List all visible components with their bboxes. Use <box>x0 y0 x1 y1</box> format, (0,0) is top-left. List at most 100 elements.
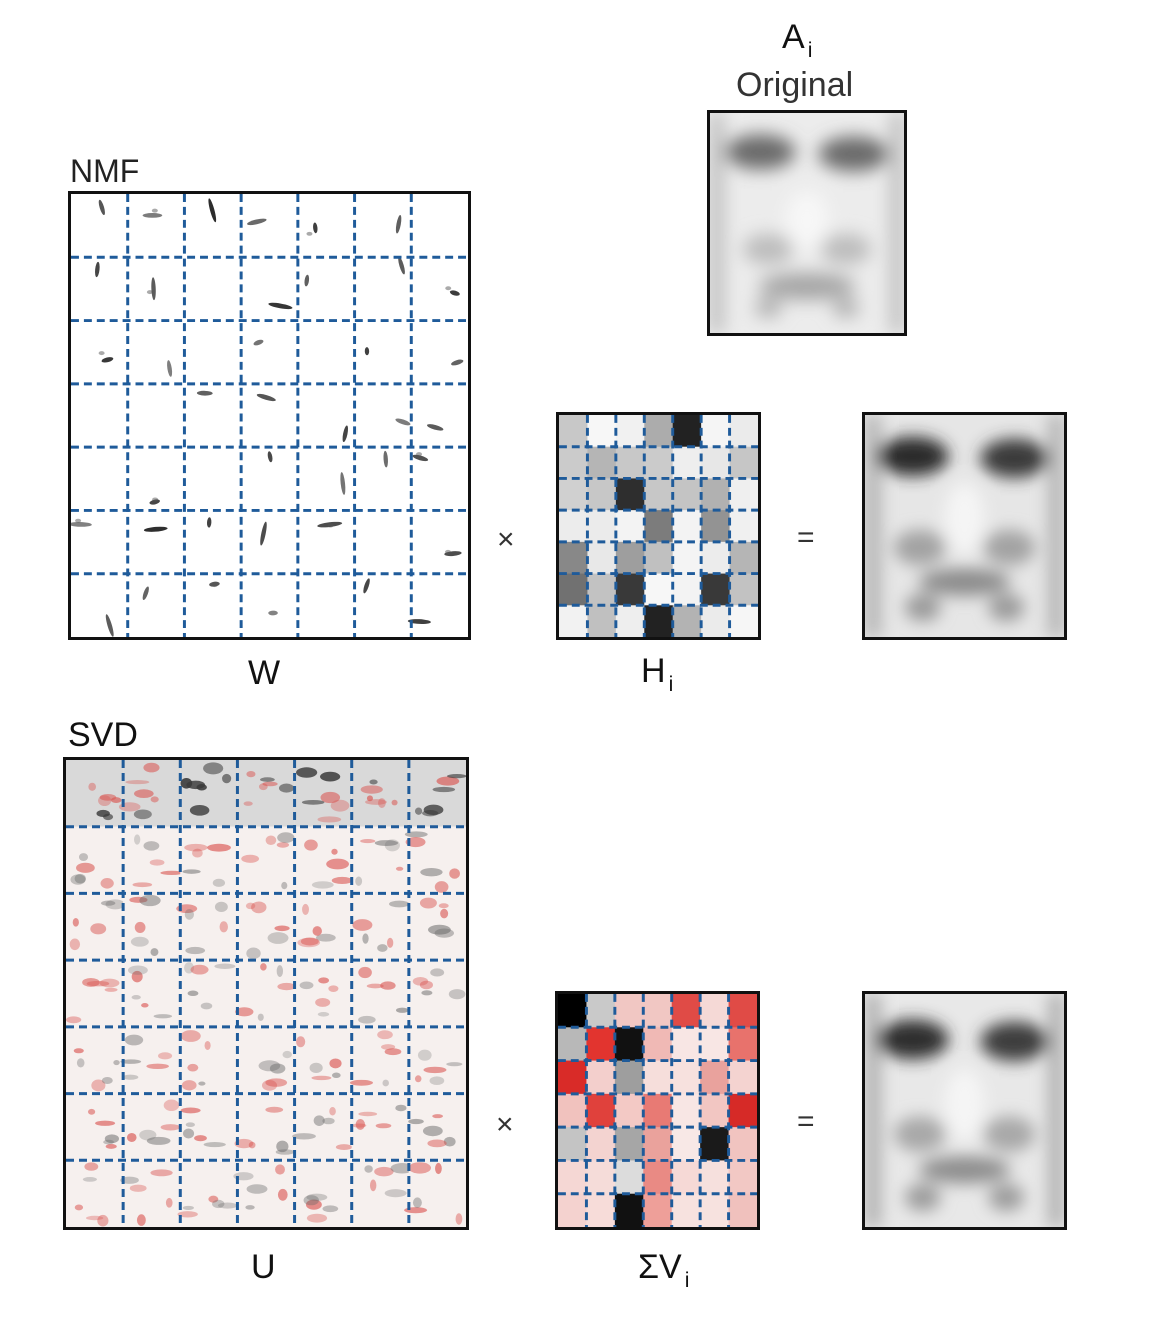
a-i-label-sub: i <box>807 38 813 62</box>
sigma-v-i-cell <box>558 994 587 1028</box>
u-cell-feature <box>103 1139 114 1145</box>
u-cell-feature <box>358 1111 378 1117</box>
sigma-v-i-cell <box>700 1093 730 1128</box>
h-i-cell <box>701 605 731 637</box>
u-cell-feature <box>212 1199 225 1209</box>
u-cell-feature <box>100 900 116 906</box>
u-cell-feature <box>297 937 321 948</box>
w-label: W <box>248 654 281 692</box>
sigma-v-i-cell <box>671 1160 701 1195</box>
u-cell-feature <box>260 777 275 782</box>
u-label: U <box>251 1248 276 1286</box>
u-cell-feature <box>185 946 206 955</box>
h-i-cell <box>587 510 617 543</box>
u-cell-feature <box>278 783 295 793</box>
w-basis-stroke <box>427 424 444 431</box>
w-basis-stroke <box>247 218 267 226</box>
h-i-cell <box>587 605 617 637</box>
u-cell-feature <box>269 1063 286 1074</box>
u-cell-feature <box>187 1063 199 1072</box>
u-cell-feature <box>277 832 295 843</box>
u-cell-feature <box>97 1214 109 1227</box>
w-basis-stroke <box>395 215 402 234</box>
w-basis-dot <box>151 208 158 213</box>
u-cell-feature <box>296 1036 306 1048</box>
svd-u-matrix <box>63 757 469 1230</box>
u-cell-feature <box>203 762 224 775</box>
w-basis-stroke <box>260 521 267 546</box>
u-cell-feature <box>449 868 460 879</box>
sigma-v-i-cell <box>700 994 730 1028</box>
u-cell-feature <box>207 843 231 852</box>
u-cell <box>351 1160 409 1227</box>
u-cell-feature <box>282 1050 292 1059</box>
u-cell-feature <box>369 779 378 785</box>
u-cell-feature <box>150 1169 173 1177</box>
u-cell <box>408 960 466 1027</box>
u-cell <box>66 826 124 894</box>
u-cell-feature <box>419 897 437 909</box>
u-cell-feature <box>311 1075 332 1081</box>
u-cell-feature <box>129 896 148 903</box>
u-cell-feature <box>70 874 86 885</box>
w-basis-stroke <box>71 522 92 527</box>
u-cell-feature <box>163 1099 180 1112</box>
u-cell <box>123 893 181 961</box>
h-i-cell <box>672 478 702 511</box>
u-cell-feature <box>360 839 376 844</box>
u-cell-feature <box>374 1166 394 1177</box>
u-cell-feature <box>160 1124 181 1131</box>
u-cell-feature <box>391 799 398 806</box>
h-i-cell <box>587 541 617 575</box>
u-cell-feature <box>429 1076 445 1086</box>
u-cell-feature <box>214 901 228 913</box>
w-basis-stroke <box>142 586 149 600</box>
u-cell-feature <box>331 1072 341 1079</box>
u-cell-feature <box>198 1081 206 1086</box>
sigma-v-i-cell <box>614 1060 644 1095</box>
h-i-cell <box>615 605 645 637</box>
sigma-v-i-cell <box>728 994 757 1028</box>
u-cell-feature <box>241 854 260 863</box>
u-cell-feature <box>326 858 349 870</box>
u-cell-feature <box>125 780 150 785</box>
w-basis-dot <box>211 583 218 588</box>
w-basis-stroke <box>395 418 411 426</box>
u-cell-feature <box>219 921 228 933</box>
sigma-v-i-cell <box>586 1027 616 1062</box>
u-cell-feature <box>105 1144 117 1149</box>
u-cell-feature <box>331 848 338 855</box>
h-i-cell <box>701 415 731 448</box>
u-cell-feature <box>262 781 278 787</box>
sigma-v-i-grid <box>558 994 757 1227</box>
u-cell-feature <box>395 866 404 871</box>
sigma-v-i-cell <box>728 1060 757 1095</box>
w-basis-dot <box>146 290 153 295</box>
h-i-cell <box>701 541 731 575</box>
h-i-cell <box>559 478 588 511</box>
u-cell-feature <box>134 834 141 845</box>
w-basis-stroke <box>143 526 168 532</box>
u-cell-feature <box>194 1135 207 1142</box>
u-cell-feature <box>217 1202 238 1209</box>
u-cell-feature <box>455 1213 463 1225</box>
u-cell-feature <box>214 963 236 969</box>
sigma-v-i-cell <box>558 1193 587 1227</box>
u-cell-feature <box>276 842 290 848</box>
sigma-v-i-cell <box>728 1160 757 1195</box>
u-cell-feature <box>299 981 314 990</box>
u-cell-feature <box>405 837 426 848</box>
u-cell-feature <box>377 944 388 952</box>
u-cell-feature <box>141 1003 149 1008</box>
sigma-v-i-cell <box>558 1093 587 1128</box>
u-cell-feature <box>301 799 325 805</box>
u-cell-feature <box>203 1141 226 1148</box>
sigma-v-i-cell <box>586 1060 616 1095</box>
u-cell-feature <box>447 774 466 779</box>
sigma-v-i-cell <box>586 1093 616 1128</box>
sigma-v-i-cell <box>643 1127 673 1161</box>
u-cell <box>294 960 352 1027</box>
u-cell-feature <box>355 876 363 886</box>
u-cell-feature <box>274 925 290 932</box>
